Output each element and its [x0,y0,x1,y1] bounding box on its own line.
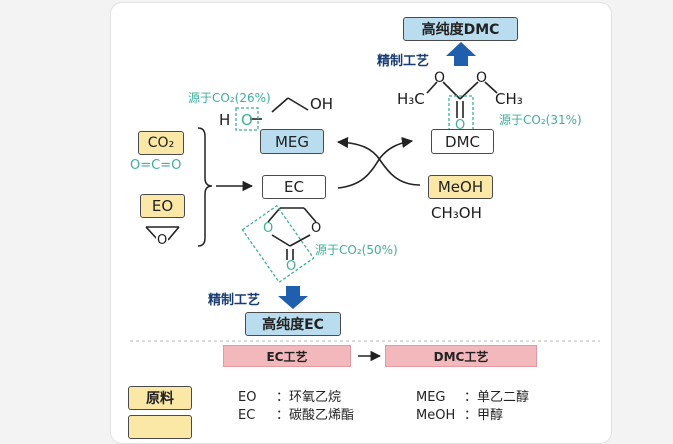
dmc-h3c: H₃C [397,90,425,108]
raw-bracket [197,127,213,247]
legend-row-meg: MEG ：单乙二醇 [416,386,529,405]
meg-box: MEG [260,129,324,154]
ec-label: EC [284,178,304,196]
meoh-label: MeOH [437,178,484,196]
dmc-label: DMC [445,132,480,151]
meg-o: O [241,111,253,129]
ec-o-carbonyl: O [286,259,297,274]
meg-source: 源于CO₂(26%) [188,91,271,105]
refine-label-top: 精制工艺 [377,54,430,69]
legend-abbr: EO [238,390,257,405]
legend-name: 环氧乙烷 [289,390,342,405]
legend-row-ec: EC ：碳酸乙烯酯 [238,404,354,423]
curve-ec-to-dmc [337,136,414,189]
meoh-formula: CH₃OH [431,204,482,222]
meg-co2-highlight [235,107,259,131]
co2-box: CO₂ [138,131,184,155]
bottom-product-label: 高纯度EC [262,317,324,333]
legend-key-box: 原料 [128,386,192,410]
legend-abbr: MEG [416,390,446,405]
process-ec-label: EC工艺 [266,349,308,364]
legend-sep: ： [276,390,290,405]
top-product-box: 高纯度DMC [403,17,518,41]
process-ec-bar: EC工艺 [223,345,351,367]
ec-co2-highlight [241,204,315,284]
diagram-card [110,2,612,444]
legend-sep: ： [276,408,290,423]
ec-skeleton [267,207,317,260]
meg-h: H [219,111,231,129]
legend-key-box-2 [128,415,192,439]
co2-formula: O=C=O [130,158,182,173]
eo-ring-o: O [156,233,169,248]
meg-skeleton [250,97,309,120]
process-dmc-label: DMC工艺 [433,349,489,364]
curve-meoh-to-meg [336,136,421,186]
meoh-box: MeOH [428,175,493,199]
legend-row-eo: EO ：环氧乙烷 [238,386,341,405]
ec-o-right: O [311,221,322,236]
legend-row-meoh: MeOH ：甲醇 [416,404,503,423]
meg-oh: OH [310,95,334,113]
ec-o-left: O [263,221,274,236]
dmc-box: DMC [431,129,494,154]
top-product-label: 高纯度DMC [421,22,500,38]
legend-name: 甲醇 [477,408,504,423]
dmc-ch3: CH₃ [495,90,523,108]
bottom-product-box: 高纯度EC [245,312,341,336]
legend-name: 单乙二醇 [477,390,530,405]
legend-key: 原料 [146,391,174,407]
eo-box: EO [140,194,185,218]
dmc-source: 源于CO₂(31%) [499,113,582,127]
ec-box: EC [262,175,326,199]
co2-label: CO₂ [147,135,175,151]
meg-label: MEG [274,132,310,151]
refine-arrow-down [278,286,308,309]
eo-label: EO [151,197,174,215]
dmc-o-left: O [434,70,446,86]
legend-abbr: MeOH [416,408,456,423]
dmc-skeleton [426,81,498,118]
legend-sep: ： [464,390,478,405]
dmc-o-right: O [476,70,488,86]
ec-source: 源于CO₂(50%) [315,243,398,257]
refine-label-bottom: 精制工艺 [208,293,261,308]
process-dmc-bar: DMC工艺 [385,345,537,367]
refine-arrow-up [446,42,476,66]
legend-abbr: EC [238,408,256,423]
dmc-o-carbonyl: O [455,118,466,133]
legend-sep: ： [464,408,478,423]
legend-name: 碳酸乙烯酯 [289,408,355,423]
